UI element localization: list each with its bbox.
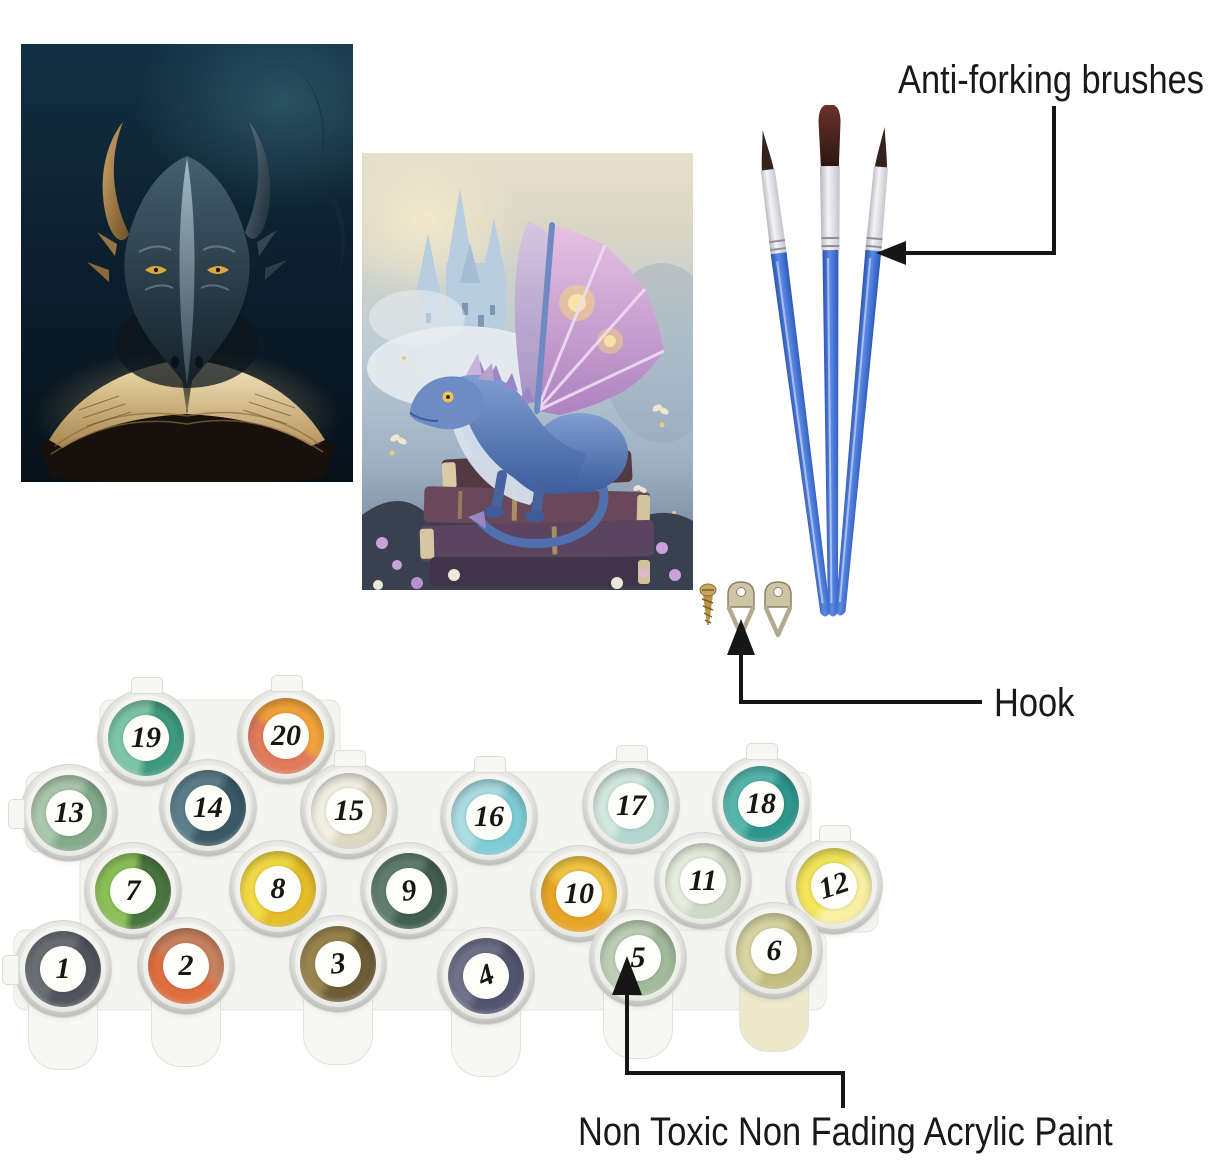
pot-number-label: 14: [185, 785, 231, 831]
pot-number-label: 5: [615, 935, 661, 981]
pot-lid-tab: [746, 743, 778, 760]
baby-dragon: [409, 221, 665, 548]
pot-number-label: 19: [123, 715, 169, 761]
round-brush-right: [835, 127, 888, 616]
hook-label: Hook: [994, 681, 1075, 725]
d-ring-hook-icon: [763, 581, 793, 638]
pot-number-label: 10: [556, 871, 602, 917]
pot-number-label: 18: [738, 781, 784, 827]
paint-pot-2: 2: [137, 917, 235, 1015]
paint-pot-13: 13: [8, 764, 118, 862]
pot-number-label: 2: [163, 943, 209, 989]
castle: [367, 188, 557, 410]
pot-number-label: 15: [326, 788, 372, 834]
round-brush-left: [760, 130, 831, 617]
butterflies: [390, 404, 669, 493]
paint-pot-17: 17: [582, 745, 680, 855]
pot-number-label: 6: [751, 928, 797, 974]
dragon-head: [409, 376, 484, 430]
pot-number-label: 7: [110, 868, 156, 914]
pot-number-label: 8: [255, 866, 301, 912]
pot-number-label: 20: [263, 713, 309, 759]
pot-lid-tab: [2, 955, 19, 985]
baby-dragon-artwork: [324, 145, 722, 590]
paint-pot-15: 15: [300, 750, 398, 860]
baby-dragon-illustration: [324, 145, 722, 590]
pot-lid-tab: [131, 677, 163, 694]
paint-pot-3: 3: [289, 915, 387, 1013]
pot-lid-tab: [474, 756, 506, 773]
flat-brush-middle: [818, 105, 841, 617]
paint-brushes-icon: [760, 105, 888, 617]
pot-number-label: 16: [466, 794, 512, 840]
pot-lid-tab: [271, 675, 303, 692]
dragon-head: [87, 122, 287, 388]
paint-pot-14: 14: [159, 759, 257, 857]
flowers: [373, 537, 681, 590]
paint-label: Non Toxic Non Fading Acrylic Paint: [578, 1110, 1113, 1154]
paint-pot-5: 5: [589, 909, 687, 1007]
pot-lid-tab: [819, 825, 851, 842]
paint-pot-6: 6: [725, 902, 823, 1000]
paint-pot-4: 4: [437, 927, 535, 1025]
pot-number-label: 13: [46, 790, 92, 836]
paint-pot-9: 9: [360, 842, 458, 940]
paint-pot-11: 11: [654, 832, 752, 930]
pot-lid-tab: [334, 750, 366, 767]
paint-pot-16: 16: [440, 756, 538, 866]
dragon-tail: [477, 468, 609, 548]
pot-number-label: 17: [608, 783, 654, 829]
pot-lid-tab: [8, 799, 25, 829]
screw-icon: [699, 583, 717, 625]
paint-pot-1: 1: [2, 920, 112, 1018]
pot-number-label: 1: [40, 946, 86, 992]
pot-number-label: 11: [680, 858, 726, 904]
pot-lid-tab: [616, 745, 648, 762]
anti-forking-brushes-label: Anti-forking brushes: [898, 58, 1204, 102]
